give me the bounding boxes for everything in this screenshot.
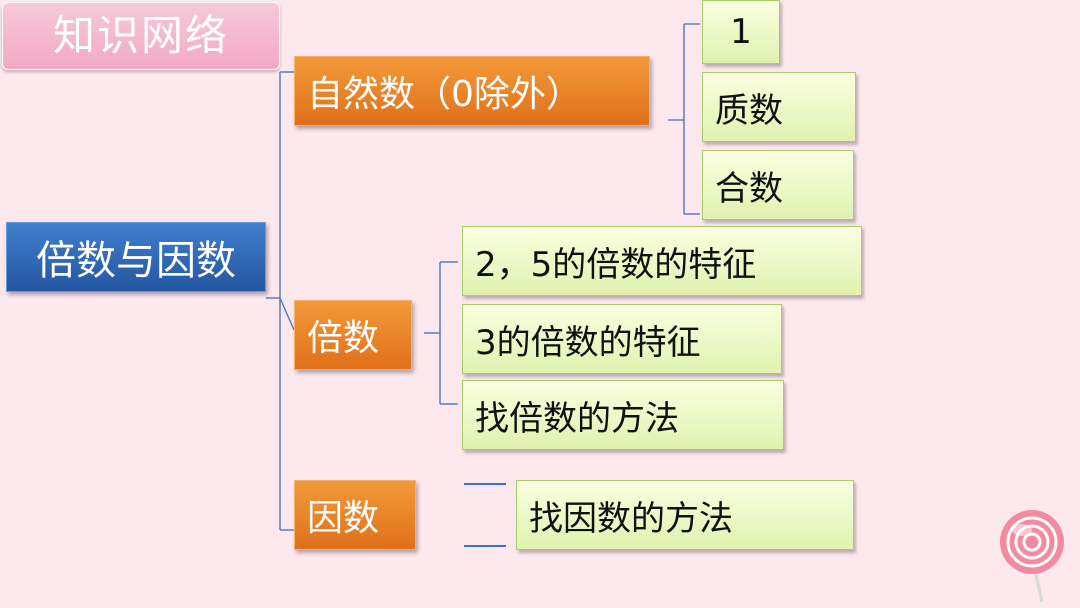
lollipop-icon: [1000, 510, 1064, 603]
branch-multiples: 倍数: [294, 300, 412, 370]
page-title: 知识网络: [2, 2, 280, 70]
leaf-find-factors: 找因数的方法: [516, 480, 854, 550]
factors-brace: [464, 483, 506, 547]
leaf-find-multiples: 找倍数的方法: [462, 380, 784, 450]
multiples-bracket: [424, 261, 458, 405]
leaf-composite: 合数: [702, 150, 854, 220]
root-node: 倍数与因数: [6, 222, 266, 292]
leaf-multiples-2-5: 2，5的倍数的特征: [462, 226, 862, 296]
root-bracket: [266, 71, 295, 531]
leaf-one: 1: [702, 0, 780, 64]
leaf-prime: 质数: [702, 72, 856, 142]
natural-bracket: [668, 23, 700, 215]
branch-factors: 因数: [294, 480, 416, 550]
leaf-multiples-3: 3的倍数的特征: [462, 304, 782, 374]
branch-natural: 自然数（0除外）: [294, 56, 650, 126]
